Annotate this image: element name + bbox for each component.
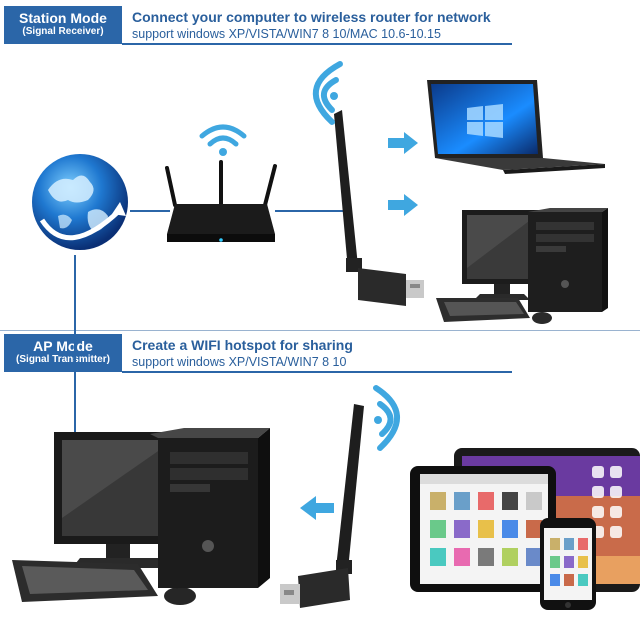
ap-headline: Create a WIFI hotspot for sharing bbox=[132, 337, 353, 353]
ap-underline bbox=[122, 371, 512, 373]
laptop-icon bbox=[427, 80, 605, 174]
globe-router-connector bbox=[130, 210, 170, 212]
divider-line bbox=[0, 330, 640, 331]
station-mode-title: Station Mode bbox=[19, 10, 107, 26]
arrow-right-icon bbox=[388, 132, 418, 154]
globe-vertical-connector bbox=[74, 255, 76, 435]
usb-adapter-icon bbox=[334, 110, 424, 306]
station-headline: Connect your computer to wireless router… bbox=[132, 9, 491, 25]
ap-mode-title: AP Mode bbox=[33, 338, 93, 354]
station-underline bbox=[122, 43, 512, 45]
ap-support-text: support windows XP/VISTA/WIN7 8 10 bbox=[132, 355, 347, 369]
station-mode-badge: Station Mode (Signal Receiver) bbox=[4, 6, 122, 44]
arrow-left-icon bbox=[300, 496, 334, 520]
desktop-pc-icon bbox=[436, 208, 608, 324]
globe-icon bbox=[32, 154, 128, 250]
station-mode-subtitle: (Signal Receiver) bbox=[22, 26, 104, 37]
tablet-icon bbox=[410, 466, 556, 592]
wifi-icon bbox=[313, 61, 343, 125]
wifi-icon bbox=[373, 385, 400, 451]
station-support-text: support windows XP/VISTA/WIN7 8 10/MAC 1… bbox=[132, 27, 441, 41]
usb-adapter-icon bbox=[280, 404, 364, 608]
phone-icon bbox=[540, 518, 596, 610]
wifi-icon bbox=[199, 124, 247, 156]
ap-mode-subtitle: (Signal Transmitter) bbox=[16, 354, 110, 365]
arrow-right-icon bbox=[388, 194, 418, 216]
router-adapter-connector bbox=[275, 210, 345, 212]
desktop-pc-icon bbox=[12, 428, 270, 605]
ap-mode-badge: AP Mode (Signal Transmitter) bbox=[4, 334, 122, 372]
router-icon bbox=[165, 160, 277, 242]
